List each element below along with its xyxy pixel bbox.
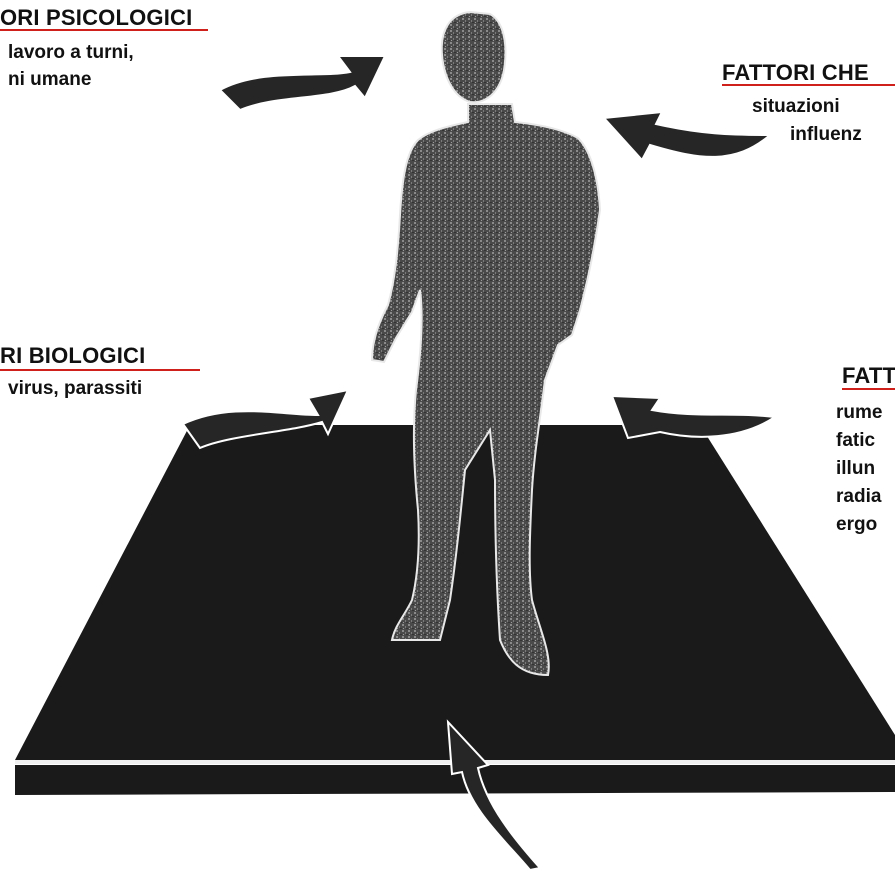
label-psicologici-line2: ni umane xyxy=(8,67,91,92)
underline-biologici xyxy=(0,369,200,371)
label-chimici-line1: situazioni xyxy=(752,94,840,119)
label-chimici-title: FATTORI CHE xyxy=(722,60,869,86)
label-fisici-line3: illun xyxy=(836,456,875,481)
label-psicologici-title: ORI PSICOLOGICI xyxy=(0,5,192,31)
label-psicologici-line1: lavoro a turni, xyxy=(8,40,134,65)
label-chimici-line2: influenz xyxy=(790,122,862,147)
label-fisici-line5: ergo xyxy=(836,512,877,537)
label-fisici-line4: radia xyxy=(836,484,881,509)
arrow-psicologici xyxy=(220,56,385,110)
label-fisici-title: FATT xyxy=(842,363,895,389)
label-biologici-line1: virus, parassiti xyxy=(8,376,142,401)
arrow-fisici xyxy=(612,396,775,438)
arrow-chimici xyxy=(604,112,770,160)
label-fisici-line2: fatic xyxy=(836,428,875,453)
figure-head xyxy=(442,12,506,102)
label-fisici-line1: rume xyxy=(836,400,882,425)
label-biologici-title: RI BIOLOGICI xyxy=(0,343,145,369)
